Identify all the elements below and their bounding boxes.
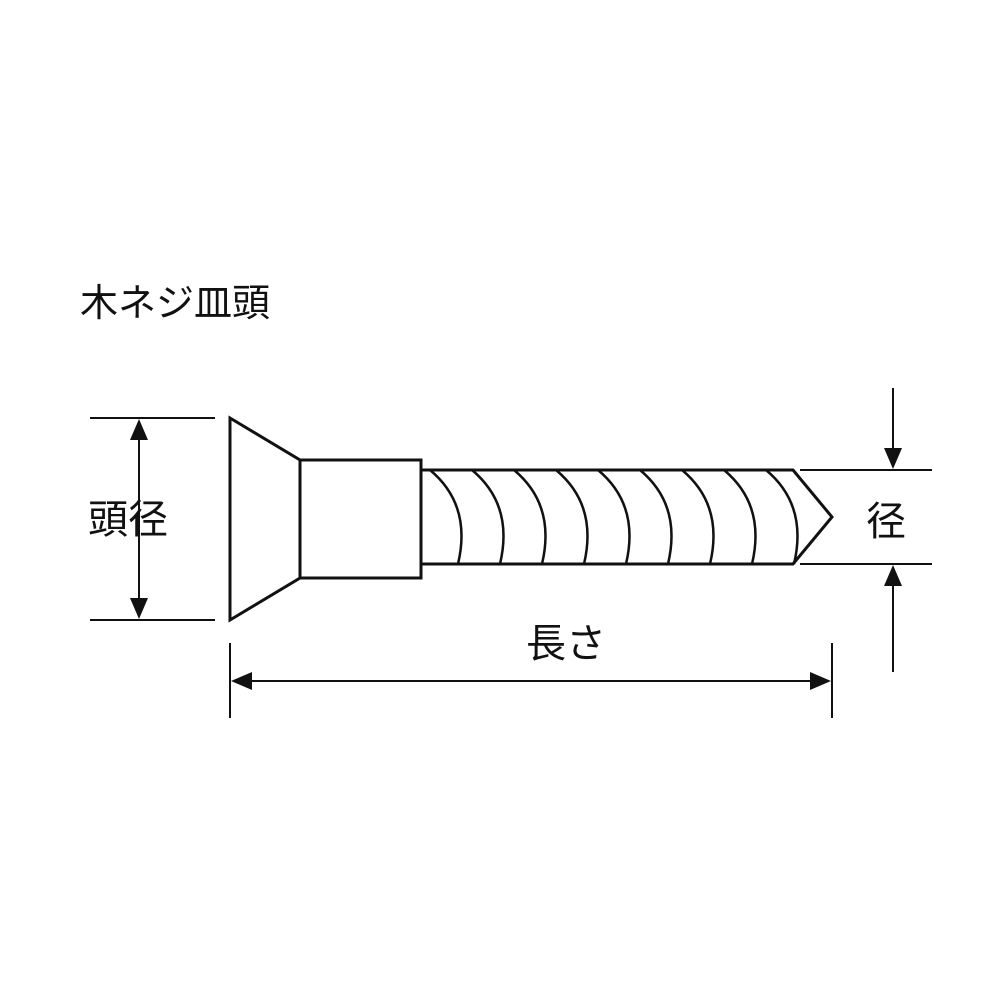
thread-line: [513, 469, 547, 565]
thread-line: [471, 469, 505, 565]
head-diameter-dimension: [90, 417, 215, 621]
thread-line: [681, 469, 715, 565]
arrow-up-icon: [884, 565, 902, 586]
arrow-down-icon: [884, 448, 902, 469]
thread-line: [555, 469, 589, 565]
arrow-right-icon: [810, 672, 831, 690]
diagram-title: 木ネジ皿頭: [80, 281, 271, 325]
length-label: 長さ: [526, 621, 606, 667]
thread-line: [723, 469, 757, 565]
arrow-down-icon: [130, 598, 148, 619]
diameter-label: 径: [866, 499, 906, 545]
length-dimension: [229, 643, 833, 718]
screw-neck: [298, 458, 423, 580]
screw-head: [228, 415, 302, 623]
thread-line: [639, 469, 673, 565]
arrow-left-icon: [231, 672, 252, 690]
thread-line: [765, 469, 799, 565]
arrow-up-icon: [130, 419, 148, 440]
thread-line: [429, 469, 463, 565]
thread-line: [597, 469, 631, 565]
thread-lines: [429, 469, 799, 565]
screw-shank: [419, 468, 834, 566]
head-diameter-label: 頭径: [88, 497, 168, 543]
